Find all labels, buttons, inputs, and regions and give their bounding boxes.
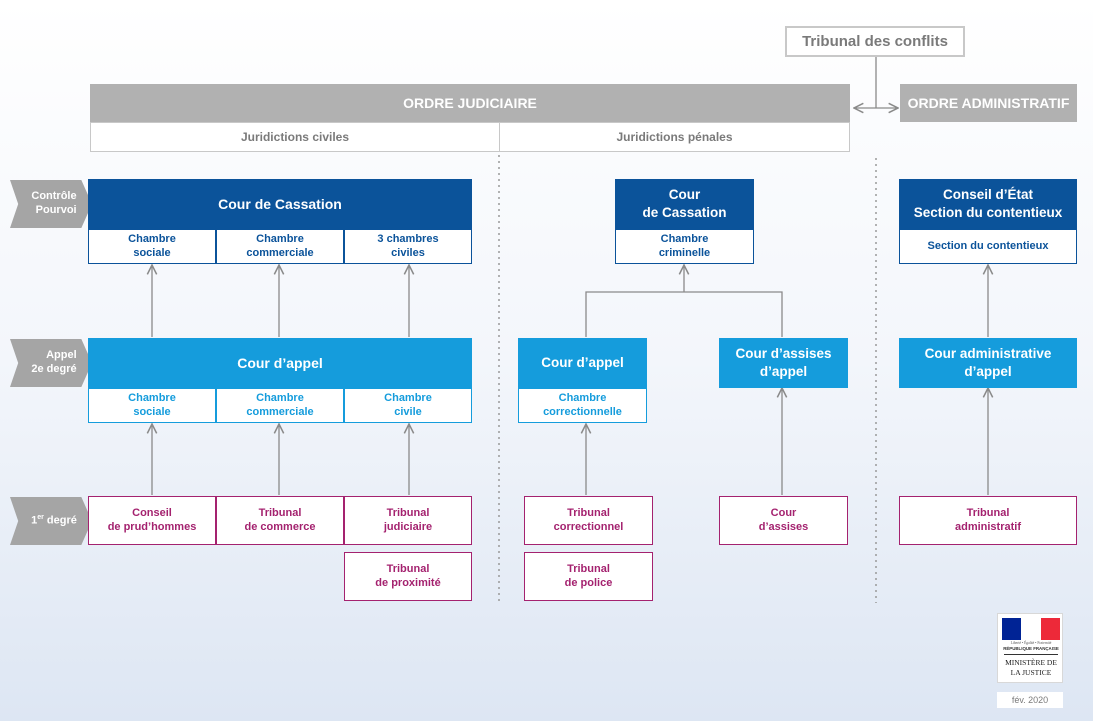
premier-suffix: degré (43, 514, 77, 527)
penal-appel-bracket (585, 291, 783, 337)
ministere-justice-logo: Liberté • Égalité • Fraternité RÉPUBLIQU… (997, 613, 1063, 683)
civil-appel-chambre-commerciale: Chambre commerciale (216, 388, 344, 423)
marianne-flag-icon (1002, 618, 1060, 640)
civil-cassation-chambre-sociale: Chambre sociale (88, 229, 216, 264)
logo-ministere: MINISTÈRE DE LA JUSTICE (1005, 658, 1057, 677)
tribunal-des-conflits: Tribunal des conflits (785, 26, 965, 57)
juridictions-civiles-header: Juridictions civiles (90, 122, 500, 152)
conseil-d-etat: Conseil d’État Section du contentieux (899, 179, 1077, 229)
level-tag-premier-degre-label: 1er degré (31, 514, 77, 528)
penal-cour-de-cassation: Cour de Cassation (615, 179, 754, 229)
tribunal-administratif: Tribunal administratif (899, 496, 1077, 545)
cour-administrative-d-appel: Cour administrative d’appel (899, 338, 1077, 388)
tribunal-de-proximite: Tribunal de proximité (344, 552, 472, 601)
civil-cour-d-appel: Cour d’appel (88, 338, 472, 388)
juridictions-penales-header: Juridictions pénales (499, 122, 850, 152)
penal-chambre-correctionnelle: Chambre correctionnelle (518, 388, 647, 423)
ordre-administratif-header: ORDRE ADMINISTRATIF (900, 84, 1077, 122)
tribunal-de-commerce: Tribunal de commerce (216, 496, 344, 545)
penal-cour-d-appel: Cour d’appel (518, 338, 647, 388)
section-du-contentieux: Section du contentieux (899, 229, 1077, 264)
level-tag-appel: Appel 2e degré (10, 339, 92, 387)
level-tag-controle-label: Contrôle Pourvoi (31, 190, 77, 216)
cour-d-assises: Cour d’assises (719, 496, 848, 545)
tribunal-judiciaire: Tribunal judiciaire (344, 496, 472, 545)
civil-appel-chambre-sociale: Chambre sociale (88, 388, 216, 423)
level-tag-appel-label: Appel 2e degré (31, 349, 77, 375)
cour-d-assises-d-appel: Cour d’assises d’appel (719, 338, 848, 388)
ordre-judiciaire-header: ORDRE JUDICIAIRE (90, 84, 850, 122)
tribunal-de-police: Tribunal de police (524, 552, 653, 601)
premier-number: 1 (31, 514, 38, 527)
civil-cassation-chambres-civiles: 3 chambres civiles (344, 229, 472, 264)
civil-appel-chambre-civile: Chambre civile (344, 388, 472, 423)
level-tag-controle: Contrôle Pourvoi (10, 180, 92, 228)
logo-republique: RÉPUBLIQUE FRANÇAISE (1003, 646, 1059, 651)
civil-cour-de-cassation: Cour de Cassation (88, 179, 472, 229)
date-label: fév. 2020 (997, 692, 1063, 708)
penal-chambre-criminelle: Chambre criminelle (615, 229, 754, 264)
logo-divider (1004, 654, 1058, 655)
civil-cassation-chambre-commerciale: Chambre commerciale (216, 229, 344, 264)
level-tag-premier-degre: 1er degré (10, 497, 92, 545)
logo-motto: Liberté • Égalité • Fraternité (1010, 641, 1052, 645)
premier-sup: er (37, 513, 44, 521)
conseil-de-prudhommes: Conseil de prud’hommes (88, 496, 216, 545)
tribunal-correctionnel: Tribunal correctionnel (524, 496, 653, 545)
